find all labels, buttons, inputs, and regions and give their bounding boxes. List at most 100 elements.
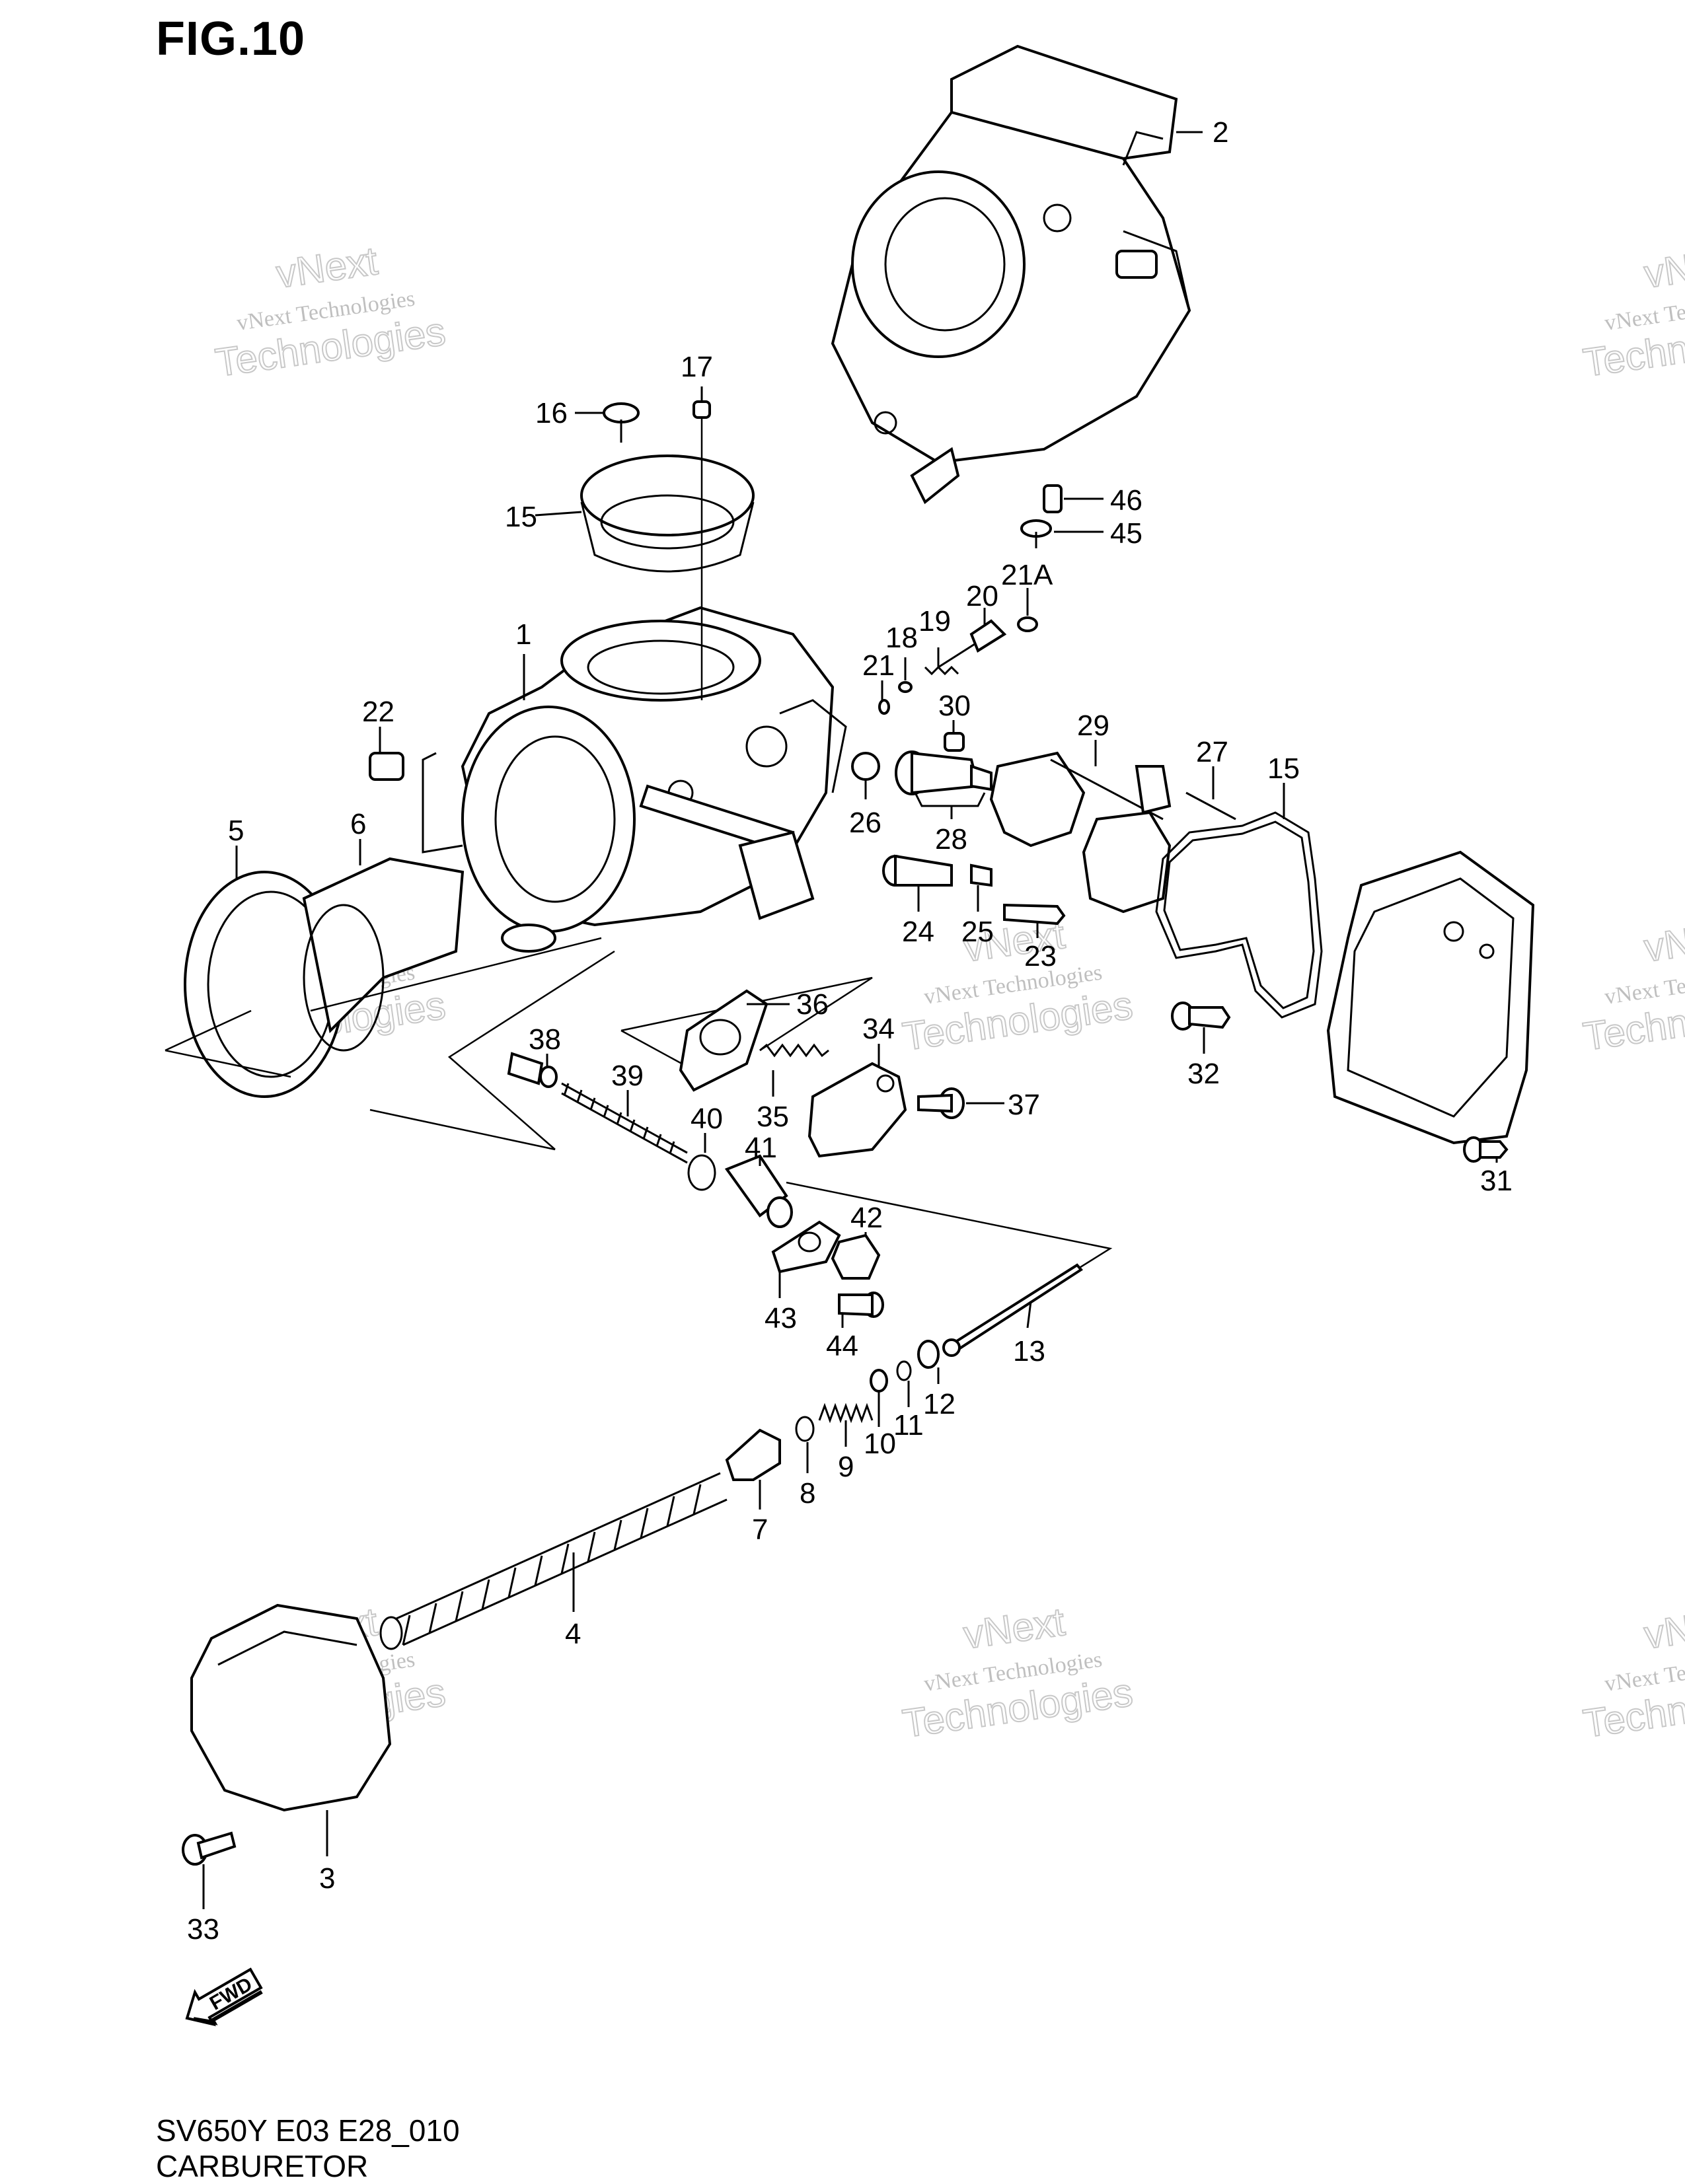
- callout-13: 13: [1013, 1335, 1045, 1367]
- callout-42: 42: [850, 1202, 883, 1234]
- callout-22: 22: [362, 696, 394, 728]
- callout-28: 28: [935, 823, 967, 855]
- footer-section-name: CARBURETOR: [156, 2149, 369, 2183]
- part-16-screw: [603, 402, 640, 443]
- callout-1: 1: [515, 618, 531, 651]
- part-7-seat: [725, 1428, 781, 1481]
- watermark-big: vNext: [1641, 238, 1685, 297]
- watermark: vNext vNext Technologies Technologies: [1580, 912, 1685, 1060]
- callout-40: 40: [691, 1103, 723, 1135]
- watermark-big: vNext: [1641, 1599, 1685, 1657]
- callout-14: 15: [1267, 752, 1300, 785]
- callout-15: 15: [505, 501, 537, 533]
- callout-30: 30: [938, 690, 971, 722]
- part-39-spring: [561, 1082, 688, 1164]
- watermark-big: vNext: [1641, 912, 1685, 970]
- callout-7: 7: [752, 1513, 768, 1546]
- callout-29: 29: [1077, 710, 1109, 742]
- part-6-diaphragm: [302, 857, 465, 1052]
- part-18-washer: [898, 681, 913, 693]
- part-5-diaphragm-cover: [184, 871, 345, 1098]
- watermark: vNext vNext Technologies Technologies: [1580, 238, 1685, 386]
- callout-44: 44: [826, 1330, 858, 1362]
- part-11-clip: [896, 1360, 912, 1381]
- part-29-float: [989, 751, 1172, 914]
- part-4-spring: [379, 1472, 728, 1650]
- callout-38: 38: [529, 1023, 561, 1056]
- callout-26: 26: [849, 807, 881, 839]
- part-40-oring: [687, 1154, 716, 1191]
- part-9-spring: [818, 1402, 874, 1424]
- callout-21A: 21A: [1001, 559, 1053, 591]
- watermark: vNext vNext Technologies Technologies: [1580, 1599, 1685, 1747]
- callout-37: 37: [1008, 1089, 1040, 1121]
- part-38-plunger: [507, 1052, 558, 1088]
- callout-12: 12: [923, 1388, 955, 1420]
- callout-27: 27: [1196, 736, 1228, 768]
- callout-18: 18: [885, 622, 918, 654]
- watermark-big: vNext: [274, 238, 381, 297]
- watermark: vNext vNext Technologies Technologies: [899, 1599, 1136, 1747]
- part-45-screw: [1020, 519, 1052, 548]
- part-35-spring: [759, 1043, 829, 1058]
- assembly-outline-left: [165, 937, 602, 1151]
- footer-model-code: SV650Y E03 E28_010: [156, 2113, 460, 2148]
- callout-17: 17: [681, 351, 713, 383]
- part-23-pilot-jet: [1003, 903, 1066, 926]
- part-carburetor-body: [461, 606, 847, 953]
- callout-35: 35: [757, 1101, 789, 1133]
- part-19-spring: [924, 665, 959, 676]
- part-30-screw: [944, 732, 965, 752]
- watermark: vNext vNext Technologies Technologies: [212, 238, 449, 386]
- callout-4: 4: [565, 1618, 581, 1650]
- callout-6: 6: [350, 808, 366, 840]
- callout-25: 25: [961, 916, 994, 948]
- part-13-jet-needle: [942, 1263, 1084, 1357]
- part-27-pin: [1185, 791, 1236, 820]
- part-32-screw: [1171, 1001, 1231, 1031]
- part-28-valve: [895, 750, 992, 807]
- leader-5-6-bracket: [422, 752, 463, 854]
- part-22-plug: [369, 752, 404, 781]
- part-44-screw: [838, 1292, 884, 1318]
- part-21-oring: [878, 699, 890, 715]
- part-20-screw: [938, 619, 1007, 669]
- part-37-screw: [917, 1087, 965, 1119]
- callout-33: 33: [187, 1913, 219, 1946]
- part-43-plate: [771, 1220, 841, 1274]
- callout-45: 45: [1110, 517, 1142, 550]
- callout-39: 39: [611, 1060, 644, 1092]
- callout-9: 9: [838, 1451, 854, 1483]
- callout-24: 24: [902, 916, 934, 948]
- callout-8: 8: [800, 1477, 815, 1510]
- callout-16: 16: [535, 397, 568, 429]
- part-12-washer: [917, 1340, 940, 1369]
- callout-23: 23: [1024, 940, 1057, 972]
- part-26-filter: [851, 752, 880, 781]
- callout-31: 31: [1480, 1165, 1513, 1197]
- part-42-cap: [831, 1233, 881, 1280]
- part-34-cover: [807, 1062, 907, 1158]
- part-41-plunger-body: [724, 1154, 793, 1228]
- part-46-jet: [1043, 484, 1063, 513]
- callout-20: 20: [966, 580, 998, 612]
- callout-labels: 2 17 16 15 46 45 21A 20 19 18 1 21 22 30…: [187, 116, 1513, 1946]
- part-21A-cap: [1017, 616, 1038, 632]
- callout-5: 5: [228, 815, 244, 847]
- callout-34: 34: [862, 1013, 895, 1045]
- figure-title: FIG.10: [156, 13, 306, 65]
- callout-10: 10: [864, 1428, 896, 1460]
- assembly-outline-center: [447, 950, 873, 1150]
- leader-15: [535, 511, 582, 517]
- part-10-washer: [870, 1369, 888, 1393]
- leader-lines: [202, 131, 1498, 1909]
- callout-21: 21: [862, 649, 895, 682]
- callout-11: 11: [893, 1409, 924, 1441]
- part-33-screw: [182, 1831, 237, 1866]
- callout-41: 41: [745, 1132, 777, 1164]
- fwd-arrow-icon: FWD: [185, 1967, 263, 2027]
- part-14-gasket: [1155, 811, 1323, 1019]
- callout-19: 19: [918, 605, 951, 637]
- part-float-chamber: [1326, 850, 1535, 1145]
